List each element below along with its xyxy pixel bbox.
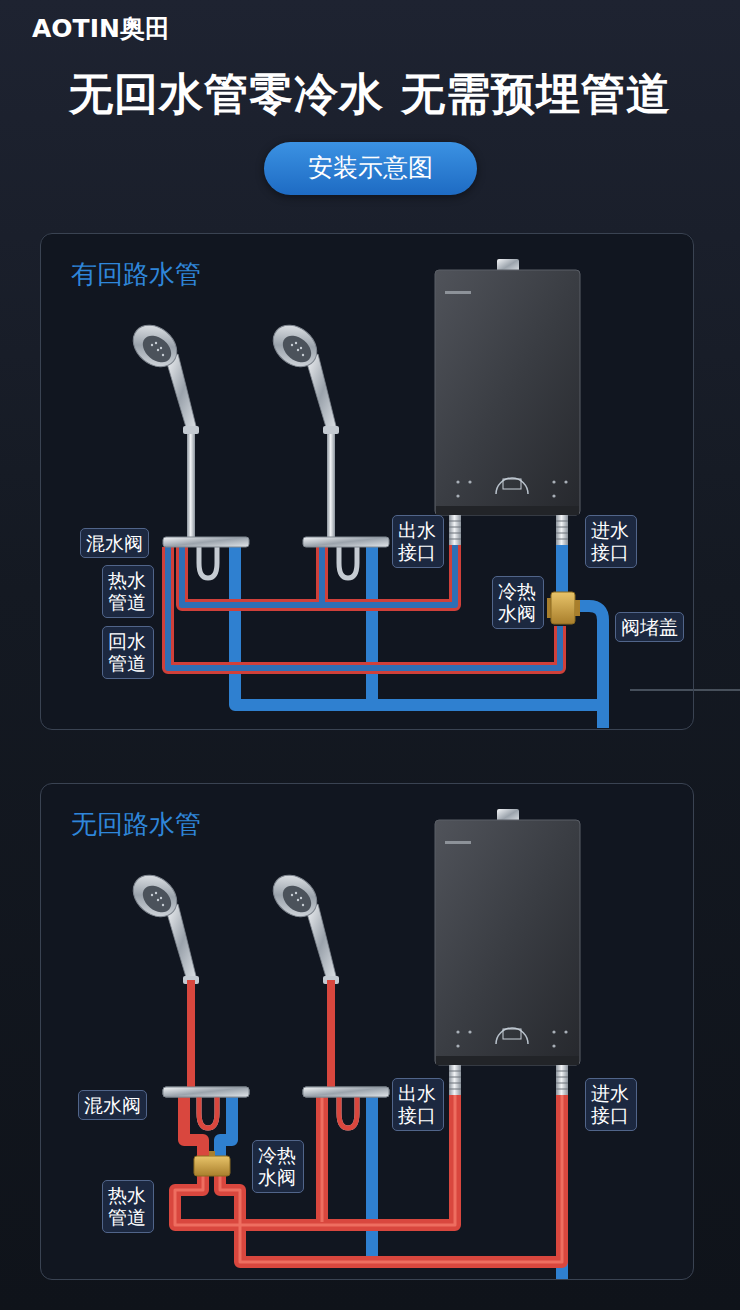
mixer-bar — [303, 1087, 389, 1097]
control-dot — [564, 480, 567, 483]
diagram-panel: 有回路水管混水阀 出水接口 进水接口热水管道 冷热水阀阀堵盖回水管道 — [40, 233, 694, 730]
hot-hose-loop — [199, 1097, 217, 1128]
return-pipe-core — [168, 547, 560, 668]
hot-hose — [327, 980, 335, 1087]
control-dot — [552, 480, 555, 483]
part-label: 混水阀 — [80, 528, 149, 559]
label-text: 热水管道 — [108, 1184, 149, 1230]
cold-pipe — [220, 1097, 232, 1158]
heater-body — [435, 270, 580, 515]
panel-ground — [40, 233, 694, 730]
cold-pipe — [235, 547, 603, 705]
shower-set — [265, 317, 389, 578]
nozzle — [160, 347, 162, 349]
label-text: 混水阀 — [84, 1094, 141, 1117]
hot-pipe — [316, 1097, 328, 1225]
cold-pipe — [366, 547, 378, 705]
control-dot — [456, 480, 459, 483]
part-label: 出水接口 — [392, 1078, 445, 1132]
part-label: 进水接口 — [585, 1078, 638, 1132]
shower-head — [125, 317, 185, 375]
cold-pipe — [366, 1097, 378, 1262]
heater-base — [436, 506, 579, 515]
part-label: 回水管道 — [102, 626, 155, 680]
pipes-no-loop — [175, 1095, 562, 1280]
control-dot — [456, 494, 459, 497]
title-area: 无回水管零冷水 无需预埋管道 — [0, 68, 740, 121]
label-text: 回水管道 — [108, 630, 149, 676]
inlet-fitting — [556, 515, 568, 545]
pipe-highlight — [321, 1097, 324, 1222]
heater-badge — [445, 291, 471, 294]
mixing-valve — [551, 592, 575, 624]
fitting-thread — [556, 521, 568, 539]
panel-heading: 有回路水管 — [71, 258, 201, 292]
part-label: 热水管道 — [102, 1180, 155, 1234]
hot-pipe-core — [319, 547, 325, 602]
water-heater — [435, 259, 580, 545]
brand-logo: AOTIN奥田 — [32, 14, 170, 44]
part-label: 热水管道 — [102, 565, 155, 619]
valve-cap — [575, 600, 580, 616]
nozzle — [162, 354, 164, 356]
label-text: 混水阀 — [86, 532, 143, 555]
part-label: 混水阀 — [78, 1090, 147, 1121]
button-text: 安装示意图 — [308, 152, 433, 185]
fitting-thread — [449, 521, 461, 539]
return-pipe — [168, 547, 560, 668]
shower-set — [125, 867, 249, 1128]
logo-area: AOTIN奥田 — [32, 14, 170, 44]
hot-pipe — [316, 547, 328, 605]
hot-hose — [187, 980, 195, 1087]
control-dot — [552, 494, 555, 497]
nozzle — [157, 349, 159, 351]
shower-set — [265, 867, 389, 1128]
hose-loop — [199, 547, 217, 578]
part-label: 冷热水阀 — [492, 576, 545, 630]
label-text: 进水接口 — [591, 1082, 632, 1128]
label-text: 出水接口 — [398, 519, 439, 565]
display-ring — [496, 478, 528, 494]
panel-heading: 无回路水管 — [71, 808, 201, 842]
shower-face — [138, 330, 177, 367]
valve-knob — [209, 1151, 215, 1156]
part-label: 出水接口 — [392, 515, 445, 569]
hot-hose-loop — [339, 1097, 357, 1128]
label-text: 进水接口 — [591, 519, 632, 565]
cold-pipe — [576, 606, 603, 728]
nozzle — [151, 344, 153, 346]
label-text: 热水管道 — [108, 569, 149, 615]
label-text: 冷热水阀 — [498, 580, 539, 626]
diagram-panel: 无回路水管混水阀 出水接口 进水接口冷热水阀热水管道 — [40, 783, 694, 1280]
mixer-bar — [163, 1087, 249, 1097]
part-label: 阀堵盖 — [615, 612, 684, 643]
label-text: 阀堵盖 — [621, 616, 678, 639]
shower-handle — [166, 354, 197, 434]
part-label: 冷热水阀 — [252, 1140, 305, 1194]
mixing-valve — [194, 1156, 230, 1176]
part-label: 进水接口 — [585, 515, 638, 569]
rod-clamp — [183, 426, 199, 434]
outlet-fitting — [449, 515, 461, 545]
nozzle — [155, 342, 157, 344]
section-button: 安装示意图 — [264, 142, 477, 195]
control-dot — [468, 480, 471, 483]
shower-rod — [187, 430, 195, 538]
pointer-line — [630, 689, 740, 690]
label-text: 冷热水阀 — [258, 1144, 299, 1190]
water-heater — [435, 809, 580, 1095]
mixer-bar — [163, 537, 249, 547]
panel-ground — [40, 783, 694, 1280]
page-title: 无回水管零冷水 无需预埋管道 — [0, 68, 740, 121]
pipes-loop — [168, 545, 603, 728]
display-digits — [503, 479, 521, 489]
inlet-pipe — [556, 545, 568, 592]
label-text: 出水接口 — [398, 1082, 439, 1128]
